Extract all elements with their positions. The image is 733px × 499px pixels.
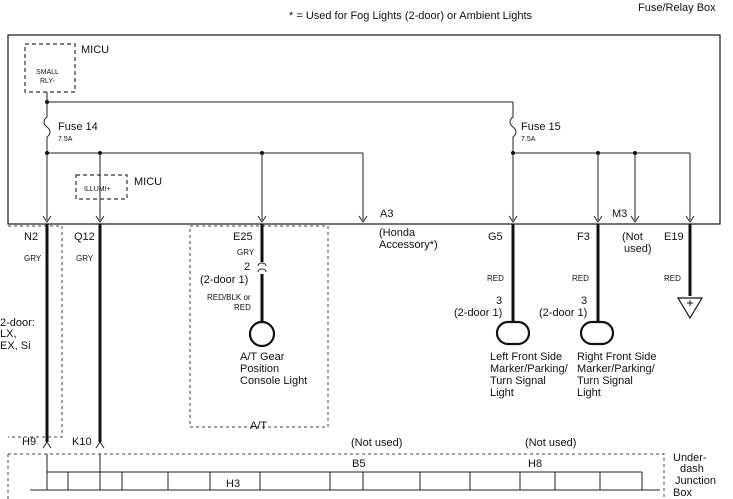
junction-box-drops: [30, 472, 660, 491]
left-front-lamp-line2: Marker/Parking/: [490, 363, 569, 375]
terminal-n2: N2: [24, 231, 38, 243]
junction-box-bus: [46, 454, 642, 473]
terminal-e19: E19: [664, 231, 684, 243]
at-gear-lamp-icon: [248, 320, 276, 348]
q12-wire-color: GRY: [76, 254, 94, 263]
left-front-lamp-line3: Turn Signal: [490, 375, 546, 387]
n2-wire-color: GRY: [24, 254, 42, 263]
variant-2door-line2: LX,: [0, 328, 17, 340]
fuse-relay-box-title: Fuse/Relay Box: [638, 2, 716, 14]
at-box-label: A/T: [250, 420, 267, 432]
right-front-lamp-line2: Marker/Parking/: [577, 363, 656, 375]
at-box: [189, 225, 329, 428]
f3-conn: (2-door 1): [539, 307, 587, 319]
right-front-lamp-line3: Turn Signal: [577, 375, 633, 387]
terminal-h9: H9: [22, 436, 36, 448]
micu-top-label: MICU: [81, 44, 109, 56]
terminal-m3: M3: [612, 208, 627, 220]
variant-2door-line1: 2-door:: [0, 317, 35, 329]
e19-wire-color: RED: [664, 274, 681, 283]
m3-note-2: used): [624, 243, 652, 255]
a3-note-2: Accessory*): [379, 239, 438, 251]
left-front-lamp-icon: [495, 320, 531, 346]
micu-mid-label: MICU: [134, 176, 162, 188]
terminal-q12: Q12: [74, 231, 95, 243]
junction-box-outline: [7, 453, 665, 499]
at-gear-lamp-line3: Console Light: [240, 375, 307, 387]
right-front-lamp-line4: Light: [577, 387, 601, 399]
bottom-connector-chevrons: [42, 441, 105, 449]
micu-feed-wire: [46, 92, 513, 103]
terminal-h8: H8: [528, 458, 542, 470]
fuse-15-symbol: [509, 102, 517, 153]
e25-pin: 2: [244, 261, 250, 273]
left-front-lamp-line4: Light: [490, 387, 514, 399]
terminal-g5: G5: [488, 231, 503, 243]
small-relay-label-1: SMALL: [36, 69, 59, 76]
junction-box-label-2: dash: [680, 463, 704, 475]
not-used-h8: (Not used): [525, 437, 576, 449]
right-front-lamp-line1: Right Front Side: [577, 351, 656, 363]
junction-box-label-1: Under-: [673, 452, 707, 464]
ground-icon: [676, 297, 704, 320]
e25-alt-color: RED/BLK or: [207, 293, 251, 302]
f3-pin: 3: [581, 295, 587, 307]
junction-box-label-3: Junction: [675, 475, 716, 487]
terminal-h3: H3: [226, 478, 240, 490]
e25-conn: (2-door 1): [200, 274, 248, 286]
fuse-relay-box-outline: [7, 34, 721, 225]
fuse-14-symbol: [43, 102, 51, 153]
m3-note-1: (Not: [622, 231, 643, 243]
e25-alt-color-2: RED: [234, 303, 251, 312]
terminal-k10: K10: [72, 436, 92, 448]
terminal-b5: B5: [352, 458, 365, 470]
fuse-14-label: Fuse 14: [58, 121, 98, 133]
right-front-lamp-icon: [579, 320, 615, 346]
fuse-15-label: Fuse 15: [521, 121, 561, 133]
not-used-b5: (Not used): [351, 437, 402, 449]
a3-note-1: (Honda: [379, 227, 416, 239]
terminal-e25: E25: [233, 231, 253, 243]
f3-wire-color: RED: [572, 274, 589, 283]
connector-chevrons: [42, 215, 695, 223]
g5-conn: (2-door 1): [454, 307, 502, 319]
ground-icon-mark: [687, 300, 693, 306]
variant-2door-box: [8, 225, 63, 438]
at-gear-lamp-line1: A/T Gear: [240, 351, 285, 363]
terminal-f3: F3: [577, 231, 590, 243]
terminal-a3: A3: [380, 208, 393, 220]
left-front-lamp-line1: Left Front Side: [490, 351, 562, 363]
fuse-14-rating: 7.5A: [58, 136, 73, 143]
illumi-label: ILLUMI+: [84, 186, 111, 193]
e25-wire-color: GRY: [237, 248, 255, 257]
e25-connector-symbol: [257, 262, 267, 273]
legend-note: * = Used for Fog Lights (2-door) or Ambi…: [289, 10, 533, 22]
at-gear-lamp-line2: Position: [240, 363, 279, 375]
fuse-15-rating: 7.5A: [521, 136, 536, 143]
variant-2door-line3: EX, Si: [0, 340, 31, 352]
micu-top-box: [24, 43, 76, 93]
micu-illumi-box: [75, 174, 128, 200]
g5-wire-color: RED: [487, 274, 504, 283]
junction-box-label-4: Box: [673, 487, 692, 499]
small-relay-label-2: RLY-: [40, 78, 55, 85]
g5-pin: 3: [496, 295, 502, 307]
